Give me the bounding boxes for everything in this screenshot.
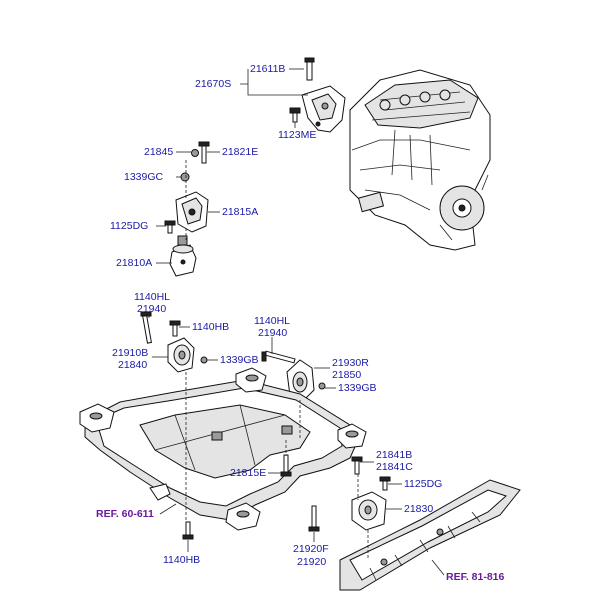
subframe-bolts-illustration: [182, 454, 320, 540]
label-21940-right[interactable]: 21940: [258, 327, 288, 339]
label-1125DG-bottom[interactable]: 1125DG: [404, 478, 443, 490]
engine-illustration: [349, 69, 491, 251]
label-1339GB-left[interactable]: 1339GB: [220, 354, 259, 366]
label-1140HL-left[interactable]: 1140HL: [134, 291, 171, 303]
label-21611B[interactable]: 21611B: [250, 63, 286, 75]
label-21845[interactable]: 21845: [144, 146, 174, 158]
label-21841B[interactable]: 21841B: [376, 449, 413, 461]
label-1140HB-bottom[interactable]: 1140HB: [163, 554, 201, 566]
label-1339GC[interactable]: 1339GC: [124, 171, 164, 183]
label-21810A[interactable]: 21810A: [116, 257, 153, 269]
label-21930R[interactable]: 21930R: [332, 357, 369, 369]
side-member-illustration: [339, 479, 521, 591]
reference-60-611[interactable]: REF. 60-611: [96, 508, 154, 520]
subframe-illustration: [79, 367, 367, 531]
engine-mount-bracket-illustration: [289, 57, 346, 133]
label-21815A[interactable]: 21815A: [222, 206, 259, 218]
front-mount-illustration: [140, 311, 208, 373]
label-21670S[interactable]: 21670S: [195, 78, 232, 90]
left-mount-illustration: [164, 141, 210, 277]
transmission-mount-illustration: [351, 456, 391, 531]
reference-81-816[interactable]: REF. 81-816: [446, 571, 505, 583]
label-21940-left[interactable]: 21940: [137, 303, 167, 315]
label-21815E[interactable]: 21815E: [230, 467, 267, 479]
label-21821E[interactable]: 21821E: [222, 146, 259, 158]
leader-lines: [148, 68, 445, 576]
label-1125DG-top[interactable]: 1125DG: [110, 220, 149, 232]
label-21840[interactable]: 21840: [118, 359, 148, 371]
label-1339GB-right[interactable]: 1339GB: [338, 382, 377, 394]
label-1140HL-right[interactable]: 1140HL: [254, 315, 291, 327]
label-21910B[interactable]: 21910B: [112, 347, 149, 359]
label-1123ME[interactable]: 1123ME: [278, 129, 317, 141]
label-1140HB-top[interactable]: 1140HB: [192, 321, 230, 333]
label-21830[interactable]: 21830: [404, 503, 434, 515]
label-21850[interactable]: 21850: [332, 369, 362, 381]
label-21841C[interactable]: 21841C: [376, 461, 413, 473]
label-21920[interactable]: 21920: [297, 556, 327, 568]
rear-roll-mount-illustration: [261, 350, 326, 401]
label-21920F[interactable]: 21920F: [293, 543, 329, 555]
